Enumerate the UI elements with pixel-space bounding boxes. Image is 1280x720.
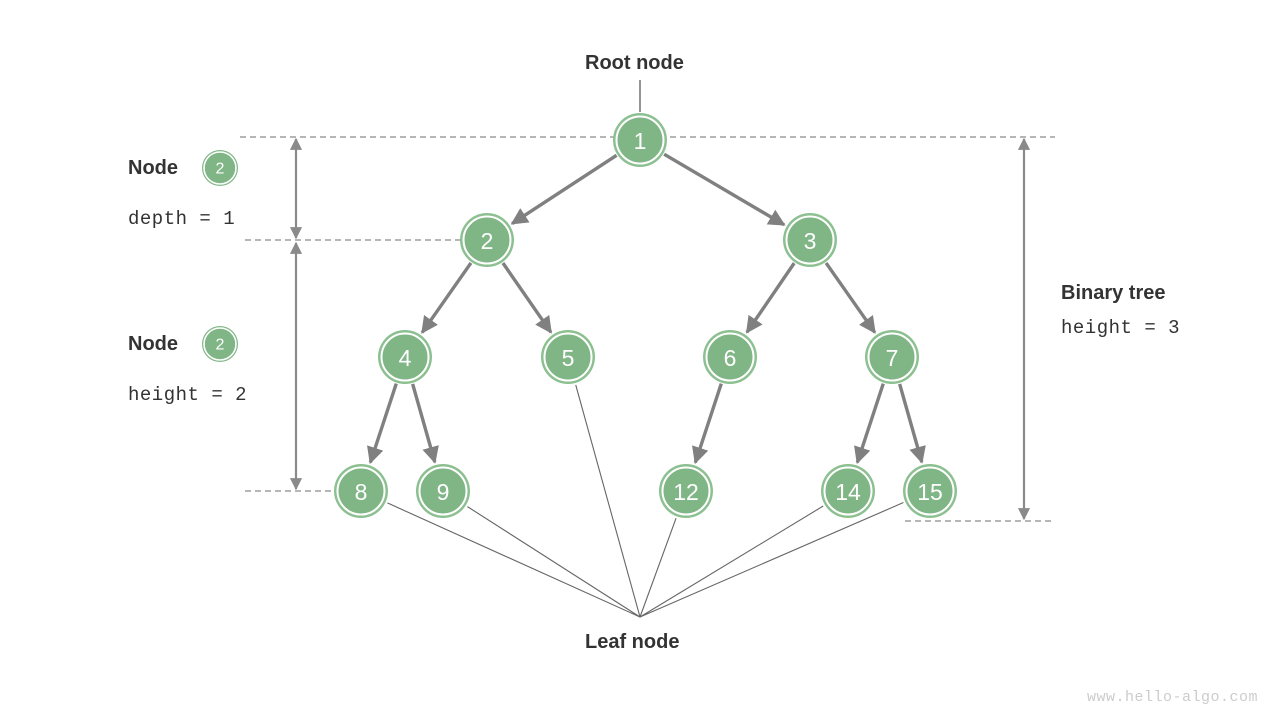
tree-node-12[interactable]: 12 (659, 464, 713, 518)
node-body (462, 215, 512, 265)
leaf-pointer-line-n8 (387, 502, 641, 618)
annotation-badge-node-depth: 2 (202, 150, 238, 186)
node-body (661, 466, 711, 516)
tree-edge-n4-n8 (367, 383, 398, 465)
node-body (705, 332, 755, 382)
tree-node-6[interactable]: 6 (703, 330, 757, 384)
node-value: 5 (562, 345, 575, 371)
tree-edge-n3-n6 (745, 262, 796, 334)
tree-node-7[interactable]: 7 (865, 330, 919, 384)
node-body (785, 215, 835, 265)
leaf-pointer-line-n9 (467, 506, 641, 618)
annotation-node-height-detail: height = 2 (128, 384, 248, 406)
guide-lines-group (240, 136, 1055, 522)
node-body (905, 466, 955, 516)
node-value: 12 (673, 479, 699, 505)
annotation-node-depth-detail: depth = 1 (128, 208, 236, 230)
leaf-pointer-lines-group (387, 384, 904, 618)
node-body (543, 332, 593, 382)
node-value: 3 (804, 228, 817, 254)
node-value: 2 (481, 228, 494, 254)
tree-edge-n2-n5 (501, 262, 553, 334)
tree-edges-group (367, 152, 926, 465)
node-value: 1 (634, 128, 647, 154)
badge-value-depth: 2 (216, 161, 225, 178)
node-value: 15 (917, 479, 943, 505)
tree-edge-n4-n9 (411, 383, 439, 464)
tree-edge-n7-n15 (898, 383, 926, 464)
tree-node-15[interactable]: 15 (903, 464, 957, 518)
node-body (336, 466, 386, 516)
node-value: 8 (355, 479, 368, 505)
node-body (380, 332, 430, 382)
tree-node-2[interactable]: 2 (460, 213, 514, 267)
tree-node-14[interactable]: 14 (821, 464, 875, 518)
tree-edge-n6-n12 (692, 383, 723, 465)
node-value: 6 (724, 345, 737, 371)
node-value: 4 (399, 345, 412, 371)
leaf-node-label: Leaf node (585, 631, 680, 653)
tree-edge-n1-n2 (510, 153, 618, 226)
node-body (867, 332, 917, 382)
leaf-pointer-line-n15 (639, 502, 904, 618)
annotation-node-depth-label: Node (128, 157, 178, 179)
tree-edge-n1-n3 (663, 152, 786, 227)
tree-node-4[interactable]: 4 (378, 330, 432, 384)
badge-value-height: 2 (216, 337, 225, 354)
annotation-badge-node-height: 2 (202, 326, 238, 362)
tree-edge-n7-n14 (854, 383, 885, 465)
node-body (823, 466, 873, 516)
annotation-tree-height-detail: height = 3 (1061, 317, 1181, 339)
tree-edge-n3-n7 (824, 261, 877, 334)
leaf-pointer-line-n5 (575, 384, 641, 618)
tree-node-8[interactable]: 8 (334, 464, 388, 518)
tree-edge-n2-n4 (420, 261, 473, 334)
root-node-label: Root node (585, 52, 684, 74)
tree-node-9[interactable]: 9 (416, 464, 470, 518)
node-value: 7 (886, 345, 899, 371)
watermark: www.hello-algo.com (1086, 689, 1258, 706)
leaf-pointer-line-n14 (639, 505, 824, 618)
dimension-arrows-group (289, 137, 1031, 521)
leaf-pointer-line-n12 (639, 518, 677, 618)
tree-node-3[interactable]: 3 (783, 213, 837, 267)
node-value: 9 (437, 479, 450, 505)
node-value: 14 (835, 479, 861, 505)
node-body (615, 115, 665, 165)
tree-node-1[interactable]: 1 (613, 113, 667, 167)
annotation-tree-height-label: Binary tree (1061, 282, 1166, 304)
annotation-node-height-label: Node (128, 333, 178, 355)
node-body (418, 466, 468, 516)
tree-node-5[interactable]: 5 (541, 330, 595, 384)
